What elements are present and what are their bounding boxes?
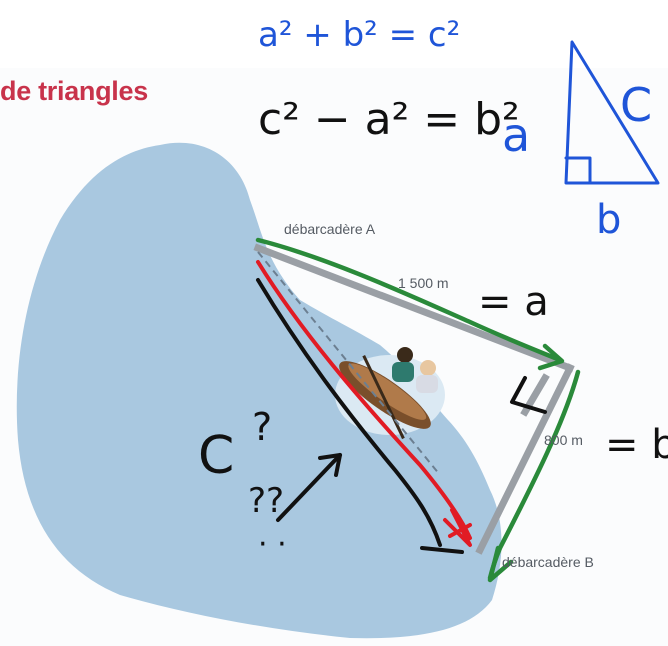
rower-head-1 <box>397 347 413 363</box>
ref-triangle-label-a: a <box>502 108 531 162</box>
annotation-eq-b: = b <box>605 422 668 468</box>
black-hypotenuse <box>256 278 464 554</box>
section-heading: de triangles <box>0 76 148 106</box>
annotation-eq-a: = a <box>478 279 549 325</box>
label-debarcadere-a: débarcadère A <box>284 221 376 237</box>
right-angle-mark <box>510 376 547 414</box>
label-distance-800: 800 m <box>544 432 583 448</box>
formula-rearranged: c² − a² = b² <box>258 94 520 145</box>
label-distance-1500: 1 500 m <box>398 275 449 291</box>
label-debarcadere-b: débarcadère B <box>502 554 594 570</box>
annotation-side-c: C <box>198 426 235 486</box>
green-arrows <box>255 237 581 583</box>
annotation-question-double: ?? <box>248 481 285 521</box>
red-hypotenuse <box>256 260 472 547</box>
rower-head-2 <box>420 360 436 376</box>
ref-triangle-label-b: b <box>596 197 622 243</box>
lake-shape <box>16 142 502 639</box>
formula-pythagoras: a² + b² = c² <box>258 15 461 55</box>
annotation-question: ? <box>252 405 273 449</box>
reference-triangle <box>564 40 660 185</box>
annotation-dots: · · <box>258 527 287 562</box>
rowing-boat <box>339 355 431 440</box>
ref-triangle-label-c: C <box>620 78 653 132</box>
